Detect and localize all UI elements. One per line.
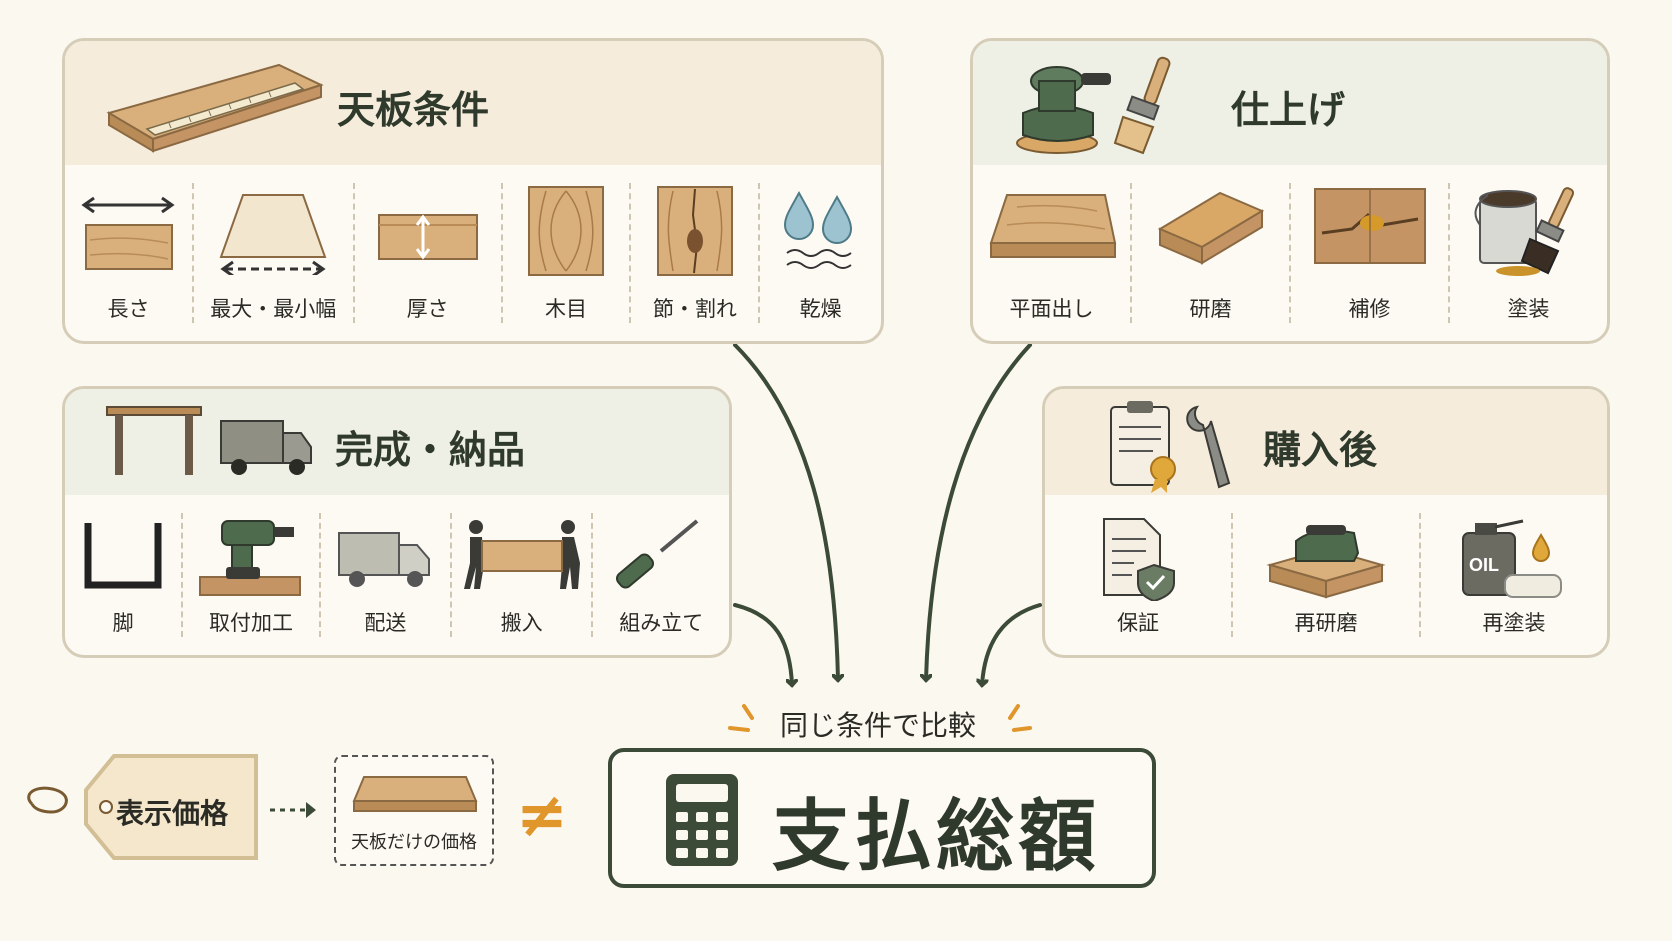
thickness-icon	[377, 214, 478, 260]
length-icon	[81, 196, 176, 270]
item-width: 最大・最小幅	[194, 183, 355, 323]
item-label: 再研磨	[1294, 611, 1358, 635]
panel-title-delivery: 完成・納品	[335, 428, 526, 472]
warranty-shield-icon	[1103, 518, 1175, 601]
price-tag-label: 表示価格	[116, 797, 229, 830]
arrow-from-delivery	[733, 603, 792, 685]
item-label: 厚さ	[406, 297, 449, 321]
board-icon	[352, 776, 478, 812]
panel-title-finish: 仕上げ	[1231, 88, 1346, 132]
item-shipping: 配送	[321, 513, 452, 637]
item-label: 研磨	[1189, 297, 1232, 321]
total-payment-box: 支払総額	[608, 748, 1156, 888]
item-label: 取付加工	[209, 611, 294, 635]
table-truck-icon	[106, 406, 312, 475]
calculator-icon	[666, 774, 738, 866]
oil-label: OIL	[1469, 555, 1499, 575]
item-warranty: 保証	[1045, 513, 1233, 637]
compare-hint: 同じ条件で比較	[780, 709, 977, 742]
board-only-label: 天板だけの価格	[351, 832, 477, 853]
panel-title-tabletop: 天板条件	[337, 88, 490, 132]
item-label: 乾燥	[799, 297, 842, 321]
item-label: 塗装	[1507, 297, 1550, 321]
item-label: 最大・最小幅	[210, 297, 337, 321]
dotted-arrow	[270, 802, 316, 818]
item-label: 脚	[112, 611, 134, 635]
item-label: 配送	[364, 611, 407, 635]
knot-crack-icon	[656, 186, 733, 276]
screwdriver-icon	[616, 519, 699, 589]
item-painting: 塗装	[1450, 183, 1607, 323]
item-drying: 乾燥	[760, 183, 881, 323]
table-legs-icon	[84, 523, 162, 589]
item-flattening: 平面出し	[973, 183, 1132, 323]
total-payment-label: 支払総額	[772, 792, 1101, 882]
paint-can-brush-icon	[1474, 187, 1574, 276]
width-icon	[219, 194, 327, 275]
item-length: 長さ	[65, 183, 194, 323]
planer-block-icon	[1266, 525, 1386, 599]
people-carrying-icon	[463, 520, 580, 589]
sander-brush-icon	[1016, 56, 1171, 155]
panel-finish: 仕上げ 平面出し 研磨 補修	[970, 38, 1610, 344]
panel-title-after: 購入後	[1263, 428, 1378, 472]
item-label: 節・割れ	[652, 297, 737, 321]
arrow-from-after	[982, 603, 1042, 685]
delivery-truck-icon	[338, 532, 431, 587]
flat-board-icon	[989, 194, 1116, 258]
item-label: 平面出し	[1009, 297, 1094, 321]
item-repainting: OIL 再塗装	[1421, 513, 1607, 637]
item-label: 保証	[1117, 611, 1159, 635]
item-carry-in: 搬入	[452, 513, 594, 637]
item-assembly: 組み立て	[593, 513, 729, 637]
wood-grain-icon	[528, 186, 604, 276]
item-label: 補修	[1348, 297, 1391, 321]
price-tag-icon	[27, 754, 258, 860]
panel-tabletop: 天板条件 長さ 最大・最小幅	[62, 38, 884, 344]
item-repair: 補修	[1291, 183, 1450, 323]
item-sanding: 研磨	[1132, 183, 1291, 323]
repaired-crack-icon	[1313, 188, 1426, 264]
board-only-box: 天板だけの価格	[334, 755, 494, 866]
item-label: 再塗装	[1482, 611, 1546, 635]
emphasis-ticks	[728, 704, 1032, 732]
item-label: 搬入	[500, 611, 543, 635]
water-drops-icon	[783, 190, 852, 269]
arrow-from-tabletop	[733, 343, 838, 680]
warranty-wrench-icon	[1110, 401, 1231, 493]
arrow-from-finish	[926, 343, 1032, 680]
item-knots: 節・割れ	[631, 183, 761, 323]
oil-can-icon: OIL	[1462, 519, 1562, 598]
panel-delivery: 完成・納品 脚 取付加工 配送	[62, 386, 732, 658]
item-label: 長さ	[107, 297, 150, 321]
item-thickness: 厚さ	[355, 183, 503, 323]
item-grain: 木目	[503, 183, 632, 323]
item-legs: 脚	[65, 513, 184, 637]
panel-after: 購入後 保証 再研磨	[1042, 386, 1610, 658]
item-label: 組み立て	[619, 611, 704, 635]
item-label: 木目	[545, 297, 587, 321]
item-resanding: 再研磨	[1233, 513, 1421, 637]
measured-board-icon	[106, 63, 324, 153]
sanded-block-icon	[1157, 191, 1264, 265]
not-equal-sign: ≠	[516, 778, 568, 851]
item-mounting: 取付加工	[183, 513, 321, 637]
drill-icon	[199, 520, 302, 596]
